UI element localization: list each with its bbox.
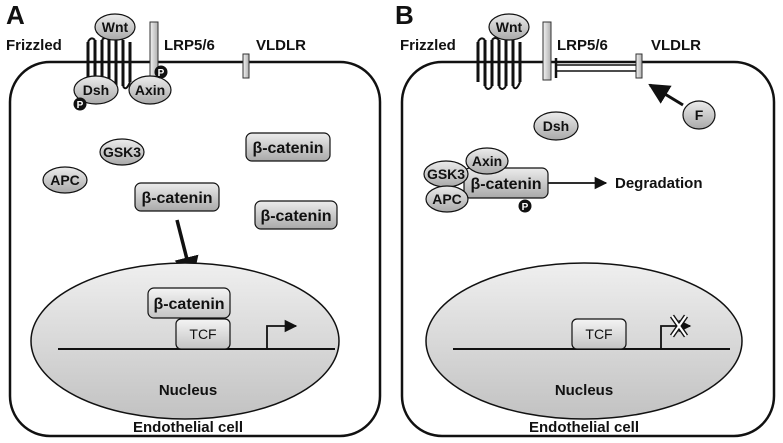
wnt-label-a: Wnt	[102, 19, 129, 35]
transcription-arrow-a	[266, 319, 298, 349]
apc-node-b	[425, 185, 469, 213]
phospho-badge-dsh-a	[73, 97, 87, 111]
tcf-label-a: TCF	[189, 326, 216, 342]
f-to-vldlr-arrow-b	[648, 83, 684, 107]
wnt-node-a	[94, 13, 136, 41]
cell-label-a: Endothelial cell	[133, 419, 243, 436]
phospho-label-lrp-a: P	[158, 68, 165, 79]
gsk3-label-a: GSK3	[103, 144, 141, 160]
frizzled-receptor-b	[476, 37, 522, 90]
phospho-badge-lrp-a	[154, 65, 168, 79]
phospho-badge-b	[518, 199, 532, 213]
tcf-label-b: TCF	[585, 326, 612, 342]
beta-catenin-label-a1: β-catenin	[252, 140, 323, 157]
phospho-label-b: P	[522, 202, 529, 213]
inhibition-line-b	[554, 58, 636, 78]
axin-node-b	[465, 147, 509, 175]
apc-label-a: APC	[50, 172, 80, 188]
gsk3-label-b: GSK3	[427, 166, 465, 182]
tcf-node-b	[571, 318, 627, 350]
blocked-transcription-icon	[669, 314, 689, 338]
lrp-label-a: LRP5/6	[164, 37, 215, 54]
axin-node-a	[128, 75, 172, 105]
dsh-node-a	[73, 75, 119, 105]
axin-label-b: Axin	[472, 153, 502, 169]
vldlr-receptor-a	[242, 53, 250, 79]
tcf-node-a	[175, 318, 231, 350]
beta-catenin-label-a2: β-catenin	[141, 190, 212, 207]
frizzled-label-b: Frizzled	[400, 37, 456, 54]
f-node-b	[682, 100, 716, 130]
panel-b: B Frizzled LRP5/6 VLDLR Wnt F D	[395, 0, 776, 438]
apc-label-b: APC	[432, 191, 462, 207]
beta-catenin-node-a3	[254, 200, 338, 230]
panel-a: A Frizzled LRP5/6 VLDLR Wnt Dsh Axin P P	[6, 0, 382, 438]
dsh-label-b: Dsh	[543, 118, 569, 134]
vldlr-label-b: VLDLR	[651, 37, 701, 54]
panel-b-letter: B	[395, 0, 414, 30]
beta-catenin-label-a3: β-catenin	[260, 208, 331, 225]
lrp-receptor-b	[542, 21, 552, 81]
vldlr-label-a: VLDLR	[256, 37, 306, 54]
cell-label-b: Endothelial cell	[529, 419, 639, 436]
nucleus-label-a: Nucleus	[159, 382, 217, 399]
wnt-label-b: Wnt	[496, 19, 523, 35]
beta-catenin-nuclear-node-a	[147, 287, 231, 319]
lrp-label-b: LRP5/6	[557, 37, 608, 54]
nucleus-label-b: Nucleus	[555, 382, 613, 399]
panel-a-letter: A	[6, 0, 25, 30]
axin-label-a: Axin	[135, 82, 165, 98]
phospho-label-dsh-a: P	[77, 100, 84, 111]
degradation-label-b: Degradation	[615, 175, 703, 192]
beta-catenin-node-a1	[245, 132, 331, 162]
dsh-node-b	[533, 111, 579, 141]
gsk3-node-a	[99, 138, 145, 166]
wnt-node-b	[488, 13, 530, 41]
vldlr-receptor-b	[635, 53, 643, 79]
beta-catenin-nuclear-label-a: β-catenin	[153, 296, 224, 313]
beta-catenin-node-a2	[134, 182, 220, 212]
apc-node-a	[42, 166, 88, 194]
dsh-label-a: Dsh	[83, 82, 109, 98]
beta-catenin-label-b: β-catenin	[470, 176, 541, 193]
f-label-b: F	[695, 107, 704, 123]
frizzled-label-a: Frizzled	[6, 37, 62, 54]
